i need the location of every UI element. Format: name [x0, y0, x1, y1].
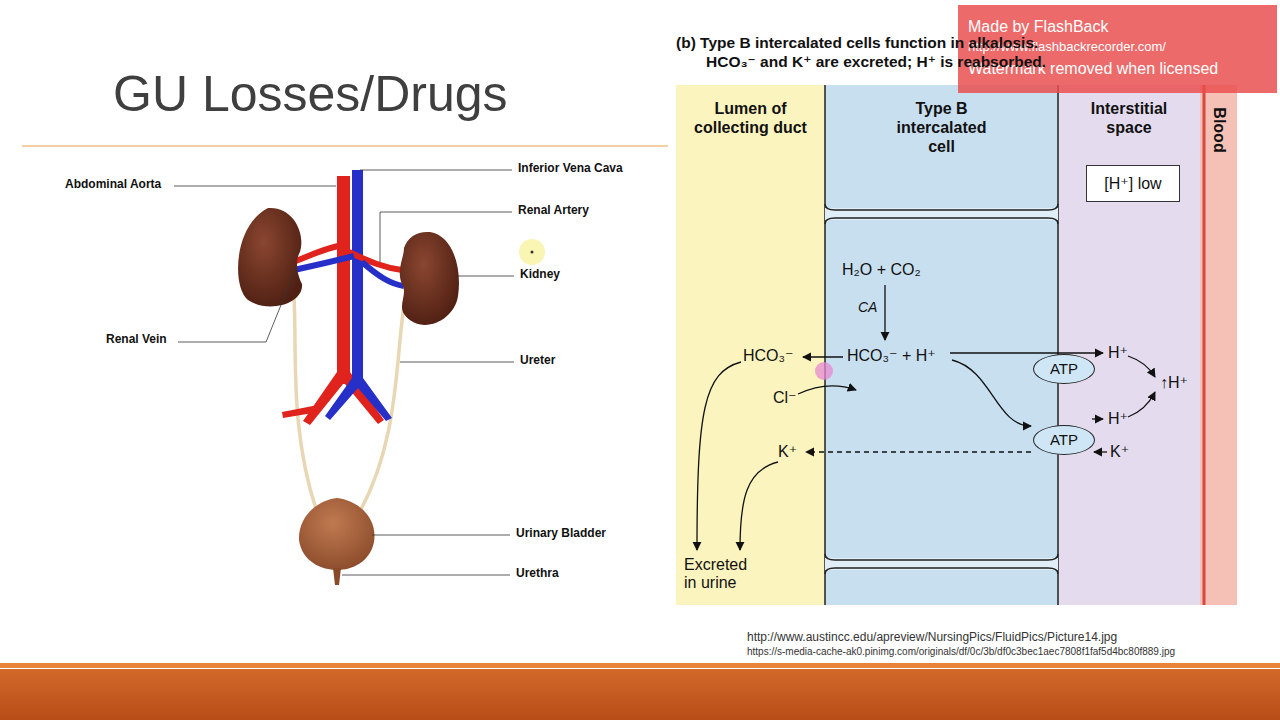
art-polyline: [178, 268, 296, 342]
art-path: [1128, 356, 1155, 377]
ion-label: K⁺: [1110, 443, 1129, 461]
footer-bar: [0, 669, 1280, 720]
art-path: [825, 85, 1058, 605]
footer-stripe: [0, 663, 1280, 668]
art-path: [349, 252, 402, 270]
source-url: https://s-media-cache-ak0.pinimg.com/ori…: [747, 646, 1175, 658]
ion-label: K⁺: [778, 443, 797, 461]
ion-label: H⁺: [1108, 344, 1128, 362]
ion-label: Cl⁻: [773, 389, 797, 407]
atp-pump: ATP: [1033, 354, 1095, 384]
figure-heading: (b) Type B intercalated cells function i…: [676, 34, 1038, 52]
ion-label: ↑H⁺: [1160, 374, 1188, 392]
art-path: [299, 498, 375, 570]
slide-title: GU Losses/Drugs: [113, 66, 508, 124]
leader-lines: [174, 170, 514, 575]
art-path: [362, 262, 404, 286]
cursor-highlight: [519, 239, 545, 265]
product-label: HCO₃⁻ + H⁺: [847, 347, 936, 365]
transport-arrows: [697, 285, 1155, 550]
art-path: [303, 176, 384, 425]
art-path: [282, 405, 318, 418]
cursor-dot: [531, 251, 534, 254]
interstitial-ground: [1058, 85, 1200, 605]
lumen-ground: [676, 85, 825, 605]
urinary-illustration: [238, 170, 459, 585]
art-line: [803, 356, 843, 357]
node-label: ATP: [1038, 431, 1090, 449]
art-line: [174, 186, 336, 187]
art-path: [333, 568, 341, 585]
enzyme-label: CA: [858, 299, 877, 315]
cursor-highlight: [815, 362, 833, 380]
art-path: [798, 386, 856, 394]
art-line: [950, 352, 1103, 353]
art-path: [1128, 392, 1155, 417]
art-polyline: [380, 212, 512, 262]
node-label: [H⁺] low: [1093, 174, 1173, 193]
interstitial-band: Interstitial space[H⁺] low: [1058, 85, 1200, 145]
node-label: Type B intercalated cell: [882, 99, 1002, 157]
art-path: [740, 462, 778, 550]
lumen-band: Lumen of collecting duct: [676, 85, 825, 605]
part-name: Renal Artery: [518, 204, 589, 218]
node-label: Lumen of collecting duct: [691, 99, 811, 137]
node-label: ATP: [1038, 360, 1090, 378]
ion-label: HCO₃⁻: [743, 347, 794, 365]
art-path: [292, 272, 318, 515]
concentration-box: [H⁺] low: [1086, 165, 1180, 202]
art-line: [372, 535, 510, 536]
art-path: [294, 256, 354, 270]
part-name: Kidney: [520, 268, 560, 282]
art-line: [1092, 418, 1103, 419]
art-line: [400, 362, 514, 363]
note-label: Excreted in urine: [684, 556, 764, 593]
art-path: [325, 170, 392, 421]
art-line: [342, 575, 510, 576]
art-line: [884, 285, 885, 340]
atp-pump: ATP: [1033, 425, 1095, 455]
part-name: Renal Vein: [106, 333, 167, 347]
cell-membranes: [825, 85, 1058, 605]
art-path: [825, 204, 1058, 210]
capillary-wall: [1203, 85, 1206, 605]
title-rule: [22, 145, 668, 146]
part-name: Abdominal Aorta: [65, 178, 161, 192]
blood-band: Blood: [1200, 85, 1237, 195]
part-name: Inferior Vena Cava: [518, 162, 623, 176]
cell-band: Type B intercalated cell: [825, 85, 1058, 205]
art-path: [825, 554, 1058, 560]
node-label: Blood: [1209, 107, 1228, 152]
art-path: [825, 568, 1058, 574]
part-name: Urethra: [516, 567, 559, 581]
art-line: [456, 276, 514, 277]
art-line: [806, 451, 1031, 452]
source-url: http://www.austincc.edu/apreview/Nursing…: [747, 631, 1117, 645]
reactant-label: H₂O + CO₂: [842, 261, 921, 279]
art-path: [238, 208, 302, 307]
art-path: [697, 362, 741, 550]
figure-heading: HCO₃⁻ and K⁺ are excreted; H⁺ is reabsor…: [706, 53, 1046, 71]
cell-ground: [825, 85, 1058, 605]
art-line: [1094, 451, 1107, 452]
part-name: Ureter: [520, 354, 555, 368]
art-line: [360, 170, 512, 171]
part-name: Urinary Bladder: [516, 527, 606, 541]
art-path: [952, 360, 1031, 426]
art-path: [825, 218, 1058, 224]
ion-label: H⁺: [1108, 410, 1128, 428]
art-path: [400, 232, 459, 325]
node-label: Interstitial space: [1069, 99, 1189, 137]
blood-ground: [1200, 85, 1237, 605]
